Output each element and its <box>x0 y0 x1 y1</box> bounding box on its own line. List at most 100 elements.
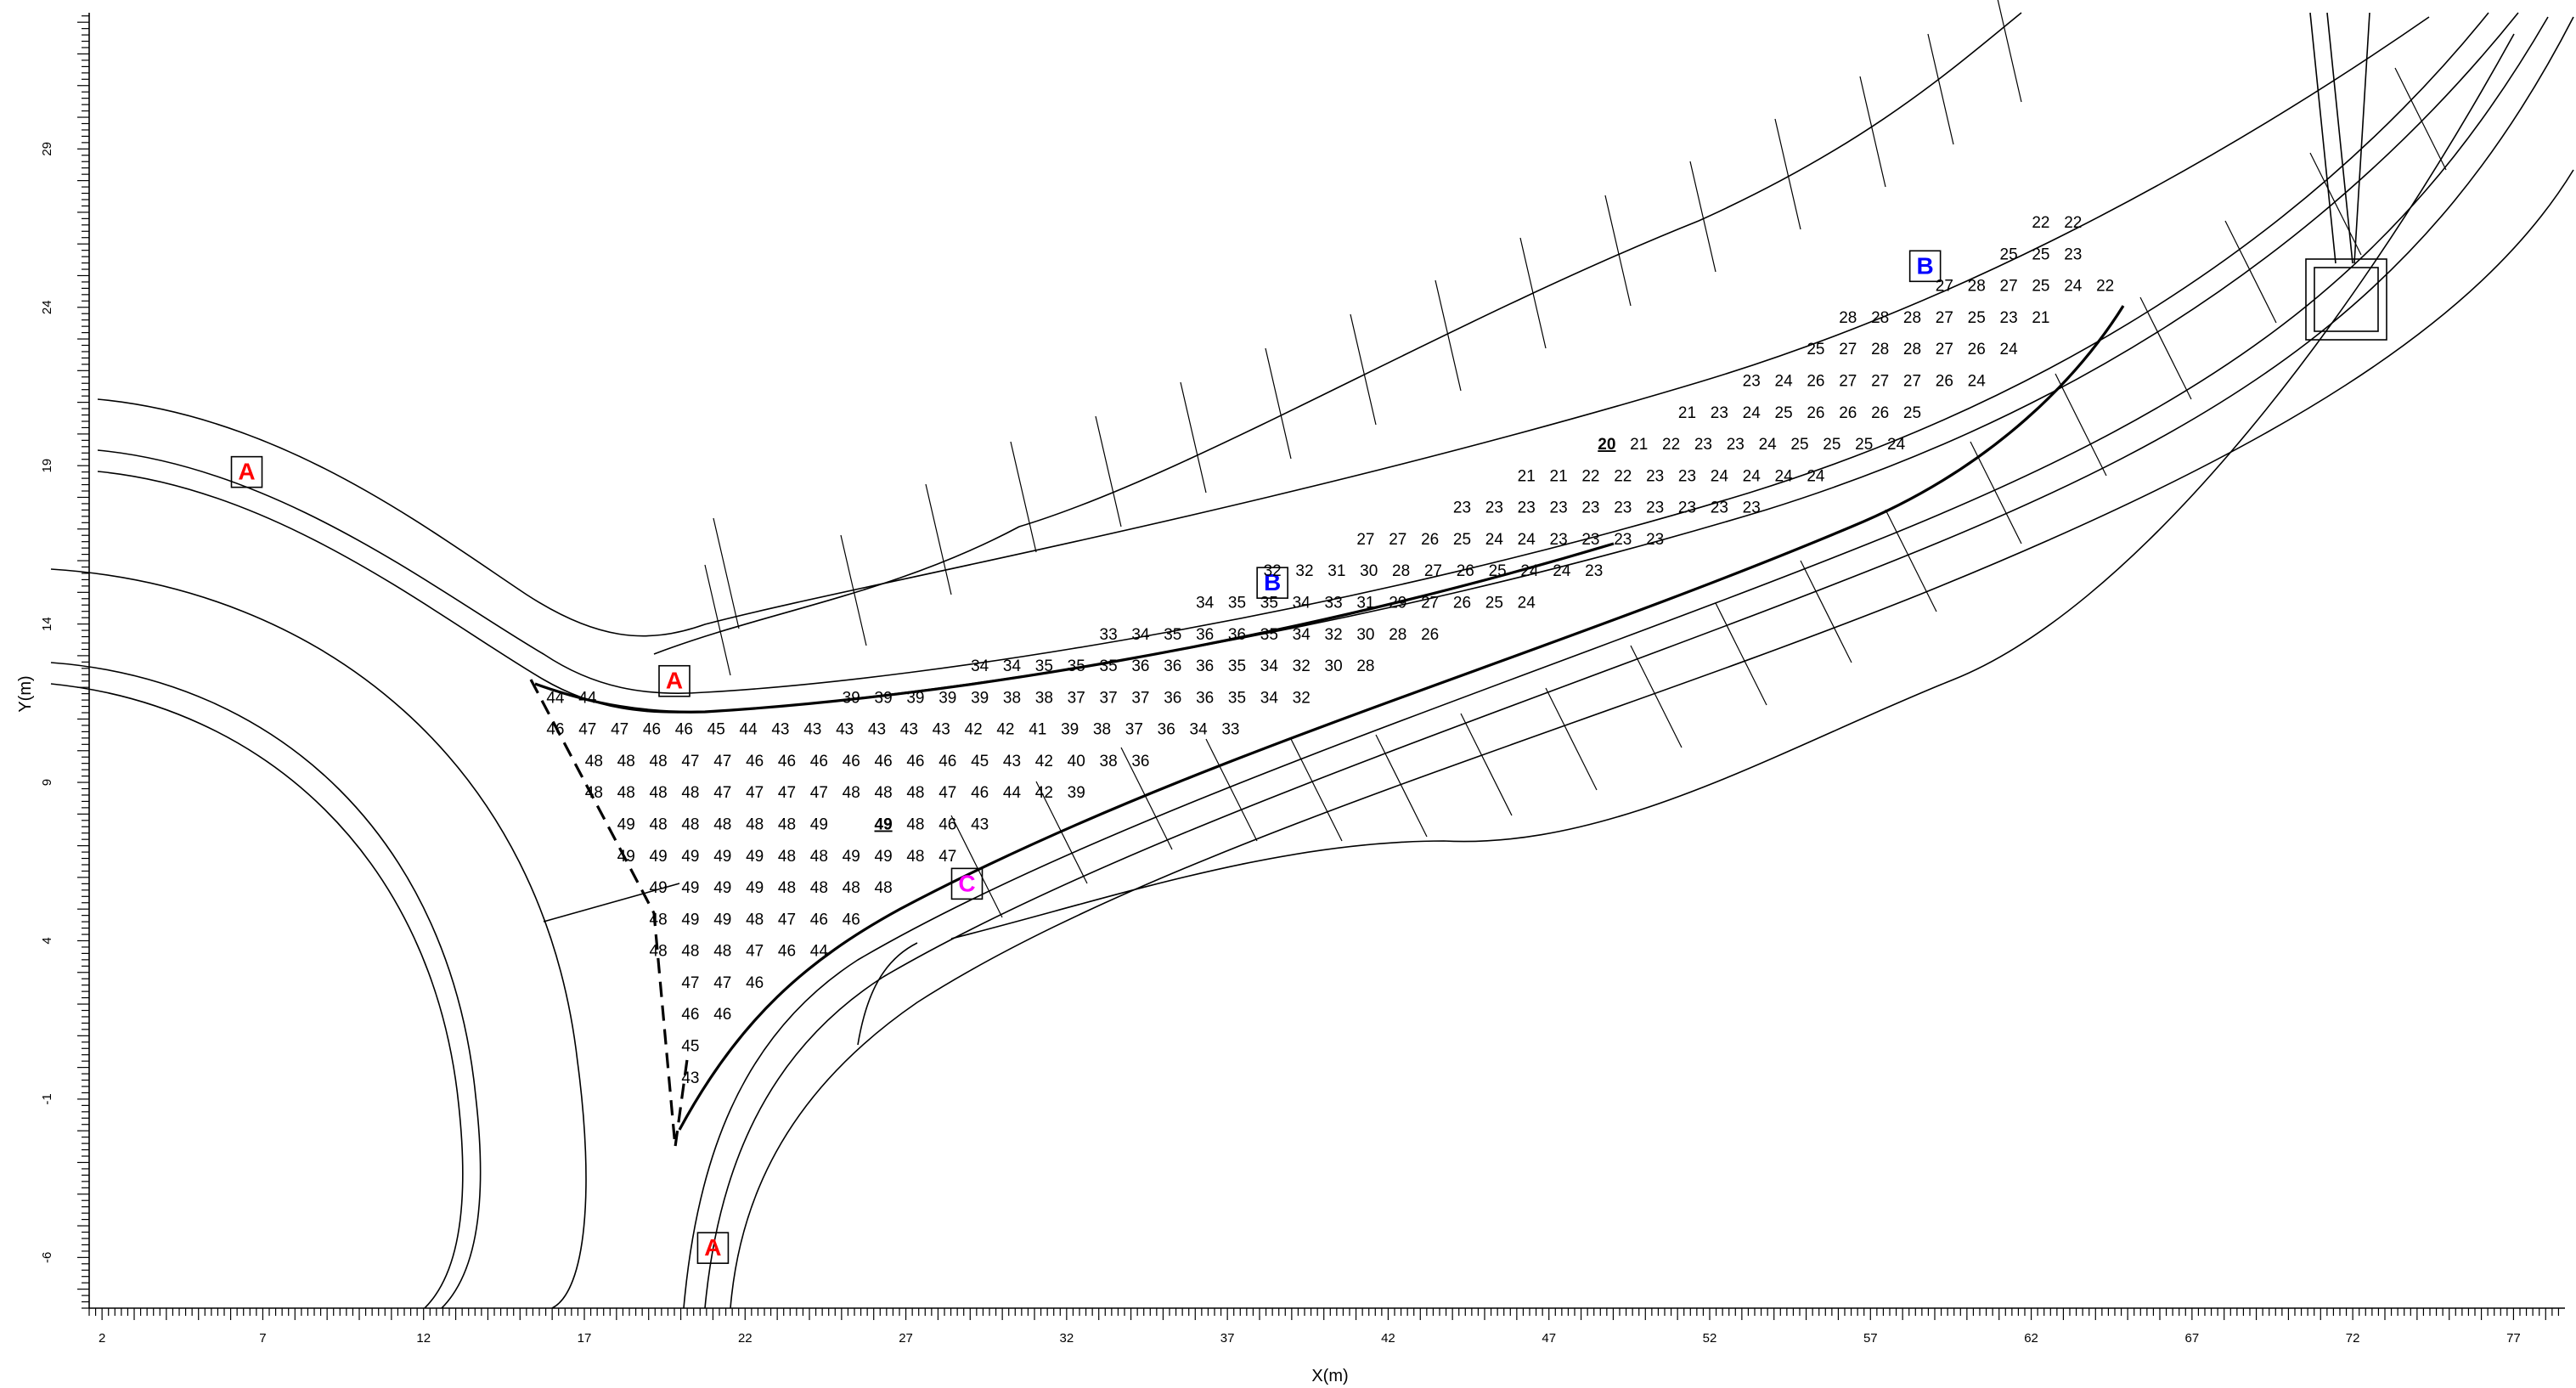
hatch-line <box>713 517 740 629</box>
illuminance-value: 26 <box>1421 626 1439 644</box>
verge-hatching <box>704 0 2447 918</box>
illuminance-value: 25 <box>1855 436 1873 454</box>
y-tick-label: 4 <box>40 937 54 944</box>
illuminance-value: 30 <box>1356 626 1374 644</box>
illuminance-value: 36 <box>1131 753 1149 770</box>
illuminance-value: 23 <box>1614 499 1632 517</box>
illuminance-value: 36 <box>1158 721 1175 739</box>
road-linework <box>50 12 2574 1309</box>
luminaire-a: A <box>696 1232 730 1264</box>
illuminance-value: 28 <box>1871 341 1889 358</box>
illuminance-value: 33 <box>1325 595 1343 612</box>
illuminance-value: 44 <box>578 689 597 707</box>
illuminance-value: 34 <box>1293 595 1311 612</box>
illuminance-value: 43 <box>803 721 821 739</box>
illuminance-value: 24 <box>1887 436 1906 454</box>
hatch-line <box>1350 313 1377 426</box>
illuminance-value: 48 <box>713 943 731 961</box>
illuminance-value: 48 <box>906 816 924 834</box>
illuminance-value: 49 <box>713 848 731 866</box>
illuminance-value: 36 <box>1131 657 1149 675</box>
illuminance-value: 27 <box>1839 341 1857 358</box>
illuminance-value: 46 <box>778 753 796 770</box>
x-tick-label: 47 <box>1542 1331 1556 1346</box>
illuminance-value: 48 <box>778 848 796 866</box>
y-tick-label: 29 <box>40 142 54 156</box>
hatch-line <box>1715 602 1767 706</box>
illuminance-value: 25 <box>1790 436 1808 454</box>
illuminance-value: 23 <box>1711 404 1728 422</box>
illuminance-value: 48 <box>875 879 893 897</box>
illuminance-value: 22 <box>1662 436 1680 454</box>
illuminance-value: 37 <box>1068 689 1085 707</box>
illuminance-value: 48 <box>906 848 924 866</box>
illuminance-value: 23 <box>1453 499 1471 517</box>
illuminance-value: 47 <box>746 943 764 961</box>
illuminance-value: 24 <box>1743 404 1761 422</box>
hatch-line <box>1460 713 1513 816</box>
illuminance-value: 48 <box>650 784 668 802</box>
y-axis-title: Y(m) <box>16 675 35 712</box>
illuminance-value: 41 <box>1029 721 1046 739</box>
illuminance-value: 27 <box>2000 278 2018 296</box>
hatch-line <box>2055 373 2107 477</box>
illuminance-value: 27 <box>1936 341 1953 358</box>
illuminance-value: 39 <box>971 689 989 707</box>
luminaire-label: B <box>1917 252 1934 279</box>
illuminance-value: 42 <box>996 721 1014 739</box>
illuminance-value: 34 <box>971 657 989 675</box>
illuminance-value: 27 <box>1389 531 1406 549</box>
illuminance-value: 46 <box>643 721 661 739</box>
illuminance-value: 46 <box>971 784 989 802</box>
illuminance-value: 24 <box>1775 467 1794 485</box>
illuminance-value: 22 <box>2096 278 2114 296</box>
illuminance-value: 49 <box>810 816 828 834</box>
illuminance-value: 48 <box>778 816 796 834</box>
illuminance-value: 22 <box>1614 467 1632 485</box>
illuminance-value: 43 <box>681 1069 699 1087</box>
illuminance-value: 30 <box>1360 562 1378 580</box>
illuminance-value: 46 <box>939 816 956 834</box>
illuminance-value: 23 <box>1678 467 1696 485</box>
x-tick-label: 37 <box>1220 1331 1235 1346</box>
illuminance-value: 29 <box>1389 595 1406 612</box>
illuminance-value: 45 <box>707 721 725 739</box>
illuminance-value: 25 <box>1489 562 1507 580</box>
luminaire-label: A <box>704 1234 721 1261</box>
illuminance-value: 47 <box>681 753 699 770</box>
illuminance-value: 47 <box>713 753 731 770</box>
illuminance-value: 48 <box>843 879 860 897</box>
illuminance-value: 46 <box>875 753 893 770</box>
illuminance-value: 28 <box>1392 562 1410 580</box>
x-tick-label: 7 <box>259 1331 266 1346</box>
illuminance-value: 33 <box>1100 626 1118 644</box>
illuminance-value: 38 <box>1035 689 1053 707</box>
hatch-line <box>1774 118 1801 230</box>
illuminance-value: 38 <box>1093 721 1111 739</box>
illuminance-value: 48 <box>810 879 828 897</box>
hatch-line <box>1997 0 2022 103</box>
illuminance-value: 25 <box>2000 245 2018 263</box>
illuminance-value: 22 <box>1581 467 1599 485</box>
x-tick-label: 27 <box>899 1331 913 1346</box>
illuminance-value: 38 <box>1003 689 1021 707</box>
illuminance-value: 49 <box>681 848 699 866</box>
illuminance-value: 46 <box>778 943 796 961</box>
illuminance-value: 39 <box>843 689 860 707</box>
illuminance-value: 36 <box>1164 689 1181 707</box>
illuminance-value: 23 <box>1585 562 1603 580</box>
illuminance-value: 35 <box>1260 626 1278 644</box>
hatch-line <box>2224 220 2277 324</box>
illuminance-value: 28 <box>1356 657 1374 675</box>
illuminance-value: 21 <box>1550 467 1568 485</box>
illuminance-value: 46 <box>675 721 693 739</box>
illuminance-value: 21 <box>1678 404 1696 422</box>
illuminance-value: 24 <box>1775 373 1794 391</box>
hatch-line <box>2309 152 2362 256</box>
illuminance-value: 31 <box>1356 595 1374 612</box>
illuminance-value: 49 <box>875 816 893 834</box>
illuminance-value: 49 <box>617 848 635 866</box>
illuminance-value: 44 <box>546 689 565 707</box>
